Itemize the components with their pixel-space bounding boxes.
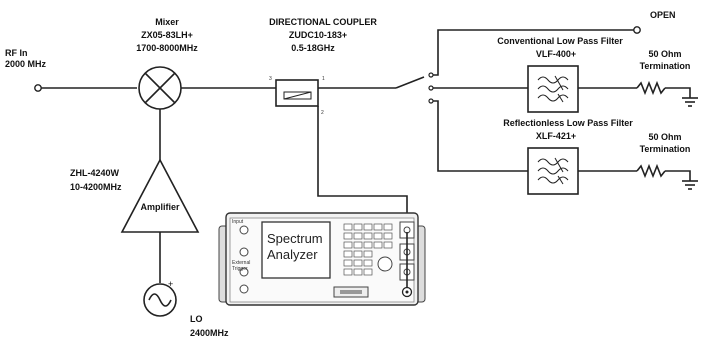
mixer-symbol	[138, 66, 182, 110]
termination-top-value: 50 Ohm	[648, 49, 681, 59]
spectrum-analyzer-label-line2: Analyzer	[267, 247, 318, 262]
mixer-part-number: ZX05-83LH+	[141, 30, 193, 40]
mixer-frequency-range: 1700-8000MHz	[136, 43, 198, 53]
coupler-port-3: 3	[269, 76, 272, 82]
ground-bottom-icon	[682, 180, 698, 190]
open-port	[633, 26, 641, 34]
conventional-filter-part-number: VLF-400+	[536, 49, 576, 59]
amplifier-label: Amplifier	[140, 202, 180, 212]
coupler-name: DIRECTIONAL COUPLER	[269, 17, 377, 27]
reflectionless-filter-title: Reflectionless Low Pass Filter	[503, 118, 633, 128]
lo-source-symbol: +	[143, 279, 177, 317]
conventional-low-pass-filter-symbol	[527, 65, 579, 113]
rf-switch-symbol	[395, 72, 434, 104]
termination-top-label: Termination	[640, 61, 691, 71]
termination-bottom-label: Termination	[640, 144, 691, 154]
coupler-frequency-range: 0.5-18GHz	[291, 43, 335, 53]
directional-coupler-symbol	[275, 79, 319, 107]
lo-frequency: 2400MHz	[190, 328, 229, 338]
open-label: OPEN	[650, 10, 676, 20]
mixer-name: Mixer	[155, 17, 179, 27]
rf-in-label: RF In	[5, 48, 28, 58]
coupler-port-1: 1	[322, 76, 325, 82]
wire-switch-to-open	[433, 29, 634, 76]
analyzer-external-label: External	[232, 260, 250, 266]
termination-top-resistor-symbol	[636, 80, 691, 98]
amplifier-symbol	[120, 158, 200, 233]
ground-top-icon	[682, 97, 698, 107]
spectrum-analyzer-instrument	[218, 212, 426, 306]
termination-bottom-value: 50 Ohm	[648, 132, 681, 142]
reflectionless-low-pass-filter-symbol	[527, 147, 579, 195]
amplifier-frequency-range: 10-4200MHz	[70, 182, 122, 192]
rf-in-port	[34, 84, 42, 92]
coupler-port-2: 2	[321, 110, 324, 116]
coupler-part-number: ZUDC10-183+	[289, 30, 347, 40]
svg-text:+: +	[168, 279, 173, 289]
analyzer-trigger-label: Trigger	[232, 266, 248, 272]
analyzer-input-label: Input	[232, 219, 244, 225]
spectrum-analyzer-label-line1: Spectrum	[267, 231, 323, 246]
wire-switch-to-reflectionless-filter	[433, 100, 528, 172]
conventional-filter-title: Conventional Low Pass Filter	[497, 36, 623, 46]
reflectionless-filter-part-number: XLF-421+	[536, 131, 576, 141]
amplifier-part-number: ZHL-4240W	[70, 168, 120, 178]
lo-label: LO	[190, 314, 203, 324]
termination-bottom-resistor-symbol	[636, 163, 691, 181]
rf-in-frequency: 2000 MHz	[5, 59, 47, 69]
